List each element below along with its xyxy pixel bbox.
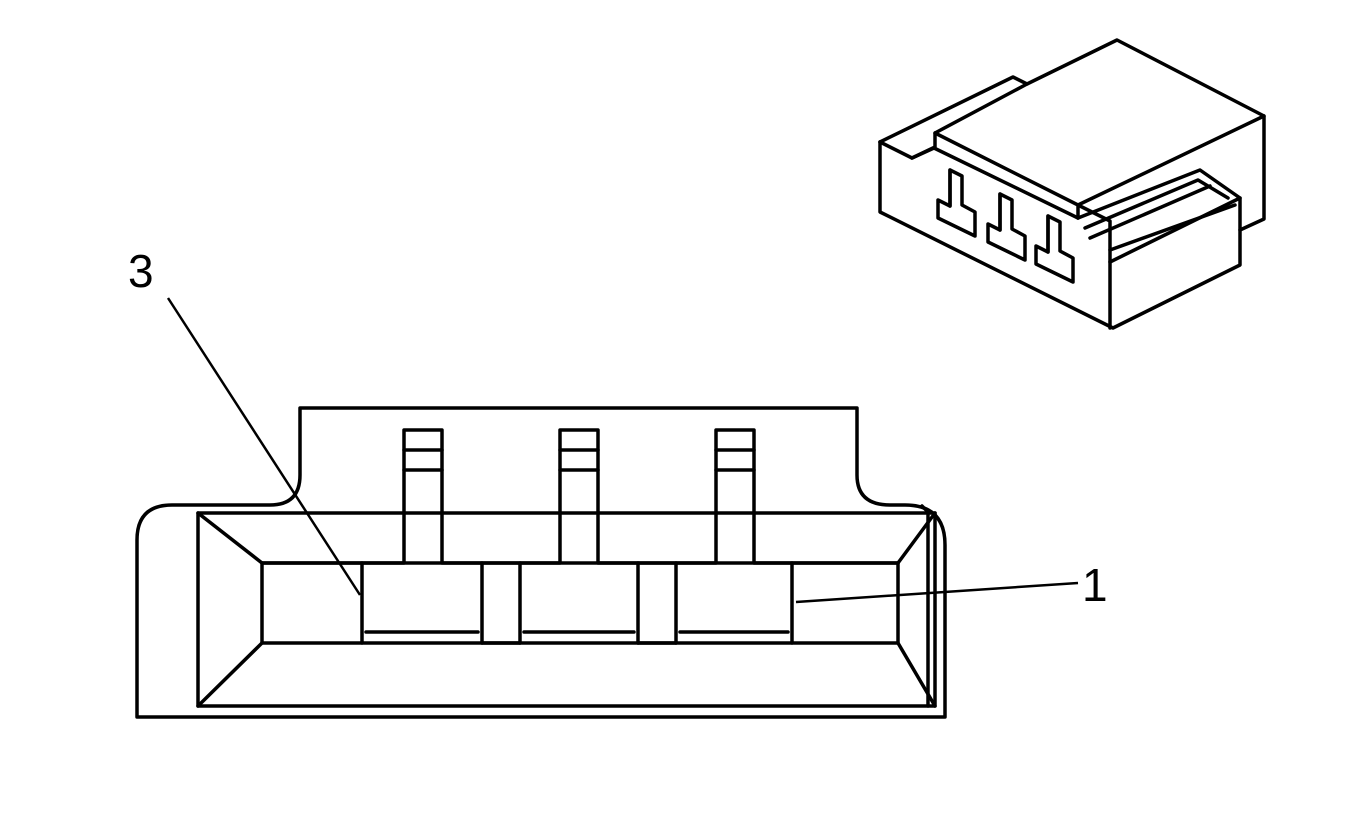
- iso-terminal-cavity-1: [936, 168, 977, 238]
- terminal-2: [518, 428, 640, 645]
- leader-line-3: [166, 297, 362, 596]
- callout-label-3: 3: [128, 245, 154, 297]
- connector-top-face: [878, 38, 1266, 232]
- terminal-divider-1: [480, 561, 522, 645]
- callout-3: 3: [128, 245, 362, 596]
- terminal-1: [674, 428, 794, 645]
- connector-latch-rail: [1076, 168, 1242, 264]
- terminal-divider-2: [636, 561, 678, 645]
- iso-terminal-cavity-3: [1034, 214, 1075, 284]
- connector-face-view: [135, 406, 947, 719]
- callout-1: 1: [795, 559, 1108, 611]
- leader-line-1: [795, 581, 1079, 604]
- terminal-3: [360, 428, 484, 645]
- connector-isometric-view: [878, 38, 1266, 330]
- connector-left-face: [878, 140, 1242, 330]
- iso-terminal-cavity-2: [986, 192, 1027, 262]
- callout-label-1: 1: [1082, 559, 1108, 611]
- cavity-frame-outer: [196, 511, 937, 708]
- cavity-frame-inner: [260, 561, 900, 645]
- connector-ridge: [878, 82, 1029, 160]
